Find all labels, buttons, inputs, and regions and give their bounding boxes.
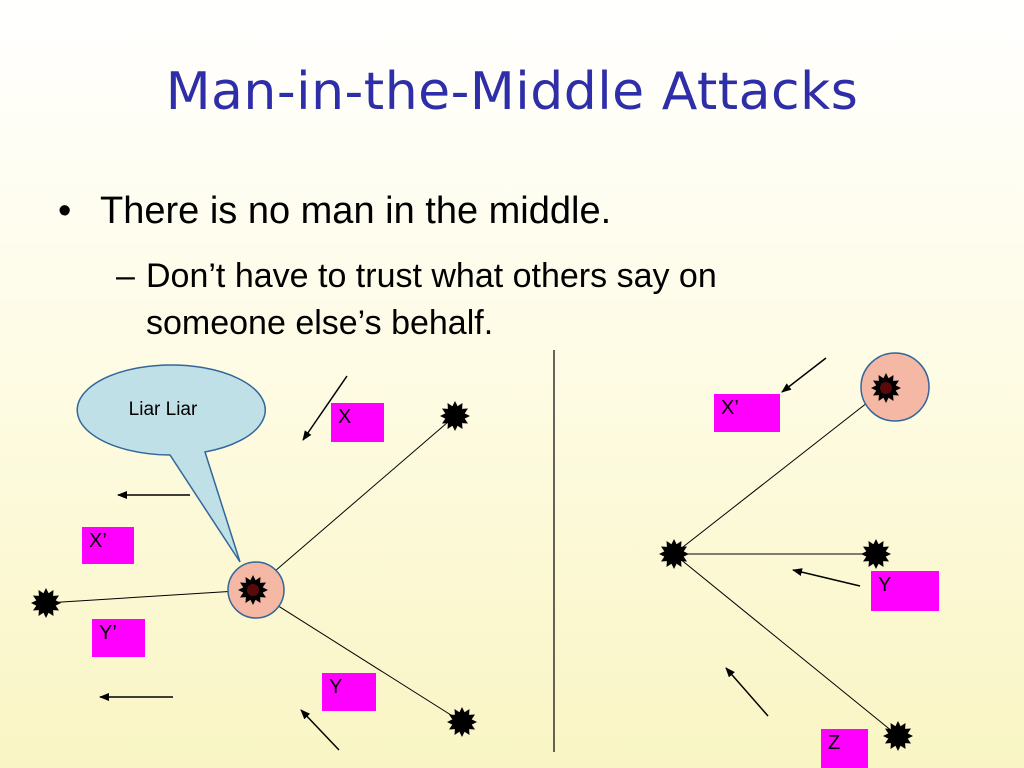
left-link-y [252, 589, 463, 723]
label-x-prime-left: X’ [82, 527, 134, 564]
label-z: Z [821, 729, 868, 768]
label-y-prime: Y’ [92, 619, 145, 657]
node-right-x-core [880, 382, 892, 394]
arrow-left-1 [302, 375, 348, 441]
bullet-text: There is no man in the middle. [100, 190, 612, 232]
bullet-marker: • [58, 190, 72, 232]
node-attacker-core [247, 584, 259, 596]
label-x-prime-right: X’ [714, 394, 780, 432]
sub-bullet-text-line2: someone else’s behalf. [146, 304, 494, 342]
arrow-right-3 [725, 667, 769, 717]
label-y-left: Y [322, 673, 376, 711]
arrow-right-2 [792, 568, 861, 587]
sub-bullet-marker: – [116, 257, 135, 295]
left-link-x [252, 415, 456, 591]
speech-bubble-text: Liar Liar [128, 399, 198, 420]
slide-title: Man-in-the-Middle Attacks [165, 62, 859, 122]
right-link-x [673, 387, 887, 555]
node-left-west [31, 588, 61, 618]
node-left-y [447, 707, 477, 737]
label-y-right: Y [871, 571, 939, 611]
node-right-y [861, 539, 891, 569]
node-right-z [883, 721, 913, 751]
arrow-right-1 [781, 357, 827, 393]
speech-bubble [76, 364, 266, 563]
arrow-left-4 [300, 709, 340, 751]
node-right-hub [659, 539, 689, 569]
label-x: X [331, 403, 384, 442]
sub-bullet-point: –Don’t have to trust what others say on … [116, 253, 816, 347]
left-link-west [45, 589, 254, 604]
node-left-x [440, 401, 470, 431]
sub-bullet-text-line1: Don’t have to trust what others say on [146, 257, 717, 295]
right-link-z [673, 553, 899, 737]
bullet-point: • There is no man in the middle. [58, 190, 611, 233]
